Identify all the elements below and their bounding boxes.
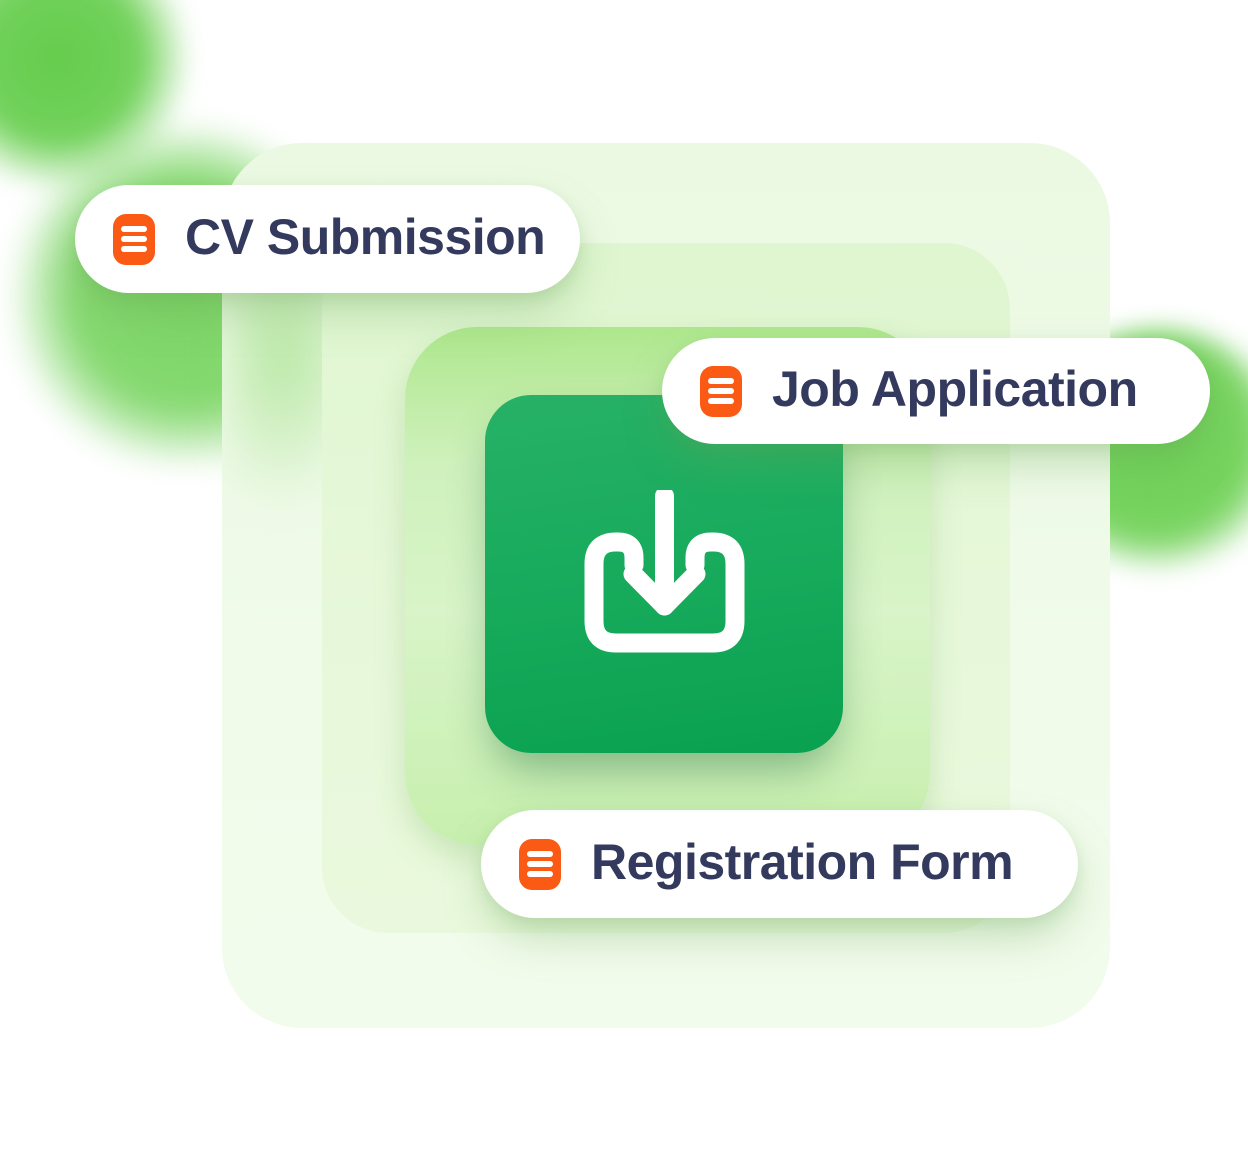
document-icon-line [708,388,734,394]
document-lines-icon [113,213,155,265]
document-icon-line [527,851,553,857]
document-lines-icon [519,838,561,890]
download-tile [485,395,843,753]
document-icon-line [527,871,553,877]
document-icon-line [121,236,147,242]
document-icon-line [708,378,734,384]
pill-cv-submission: CV Submission [75,185,580,293]
document-icon-line [708,398,734,404]
pill-label: Registration Form [591,834,1014,890]
document-icon-line [121,246,147,252]
pill-registration-form: Registration Form [481,810,1078,918]
pill-label: CV Submission [185,209,546,265]
download-tray-icon [584,490,745,653]
document-lines-icon [700,365,742,417]
pill-job-application: Job Application [662,338,1210,444]
document-icon-line [527,861,553,867]
pill-label: Job Application [772,361,1138,417]
document-icon-line [121,226,147,232]
